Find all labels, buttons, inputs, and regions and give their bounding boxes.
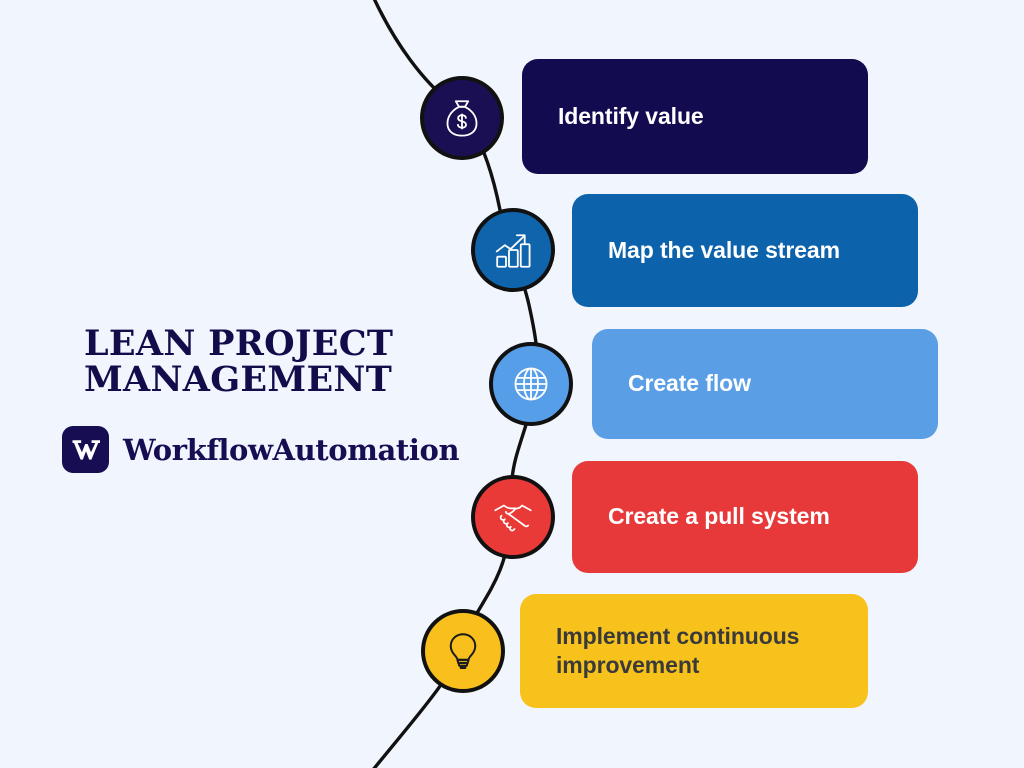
step-label: Implement continuous improvement — [556, 622, 800, 678]
step-label: Create a pull system — [608, 503, 830, 530]
step-card-create-flow[interactable]: Create flow — [592, 329, 938, 439]
bar-chart-growth-icon — [495, 234, 531, 268]
step-card-map-value-stream[interactable]: Map the value stream — [572, 194, 918, 307]
step-label: Create flow — [628, 370, 751, 397]
page-title: Lean Project Management — [84, 323, 394, 401]
money-bag-icon — [446, 100, 478, 137]
step-card-create-pull-system[interactable]: Create a pull system — [572, 461, 918, 573]
w-monogram-icon — [62, 426, 109, 474]
step-card-identify-value[interactable]: Identify value — [522, 59, 868, 174]
handshake-icon — [494, 504, 532, 532]
brand-row: WorkflowAutomation — [62, 426, 482, 474]
lightbulb-icon — [449, 633, 477, 669]
step-node-implement-continuous-improvement[interactable] — [421, 609, 505, 693]
globe-icon — [514, 367, 548, 401]
step-node-identify-value[interactable] — [420, 76, 504, 160]
step-node-map-value-stream[interactable] — [471, 208, 555, 292]
step-card-implement-continuous-improvement[interactable]: Implement continuous improvement — [520, 594, 868, 708]
step-label: Map the value stream — [608, 236, 840, 263]
step-label: Identify value — [558, 102, 704, 129]
step-node-create-flow[interactable] — [489, 342, 573, 426]
brand-name: WorkflowAutomation — [123, 432, 460, 467]
step-node-create-pull-system[interactable] — [471, 475, 555, 559]
branding-block: Lean Project Management WorkflowAutomati… — [62, 323, 482, 474]
